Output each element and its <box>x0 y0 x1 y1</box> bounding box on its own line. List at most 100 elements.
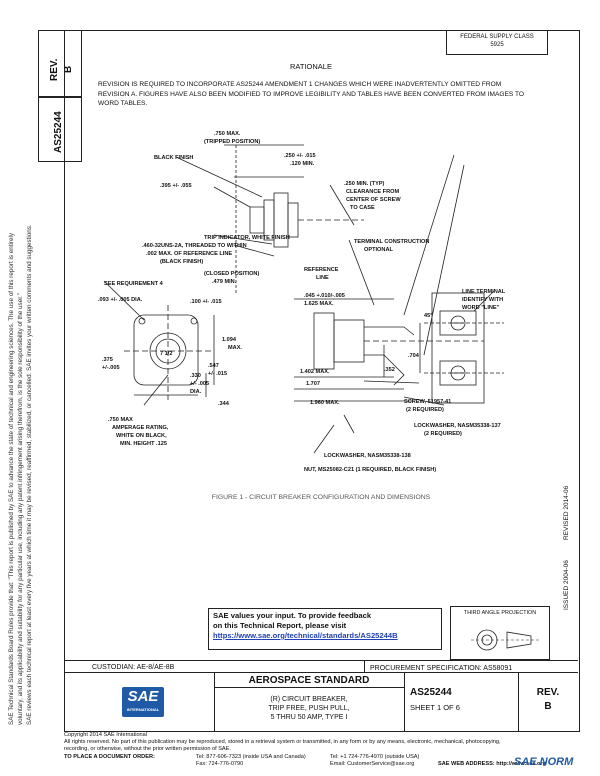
drawing-label: MIN. HEIGHT .125 <box>120 441 167 447</box>
drawing-label: 1.402 MAX. <box>300 369 330 375</box>
terminal-bend <box>364 354 405 386</box>
drawing-label: 1.960 MAX. <box>310 400 340 406</box>
federal-supply-box: FEDERAL SUPPLY CLASS 5925 <box>446 30 548 55</box>
federal-supply-class-value: 5925 <box>490 42 504 48</box>
sidebar-rev-box: REV. B <box>38 30 82 98</box>
footer-tel-1: Tel: 877-606-7323 (inside USA and Canada… <box>196 754 306 760</box>
side-view-flange <box>263 199 275 241</box>
drawing-label: LOCKWASHER, NASM35338-138 <box>324 453 411 459</box>
drawing-label: .250 +/- .015 <box>284 153 316 159</box>
figure-caption: FIGURE 1 - CIRCUIT BREAKER CONFIGURATION… <box>211 494 431 501</box>
side-view-nut <box>287 202 299 238</box>
trip-indicator-button <box>249 206 265 234</box>
footer: Copyright 2014 SAE International All rig… <box>64 732 578 776</box>
footer-order-label: TO PLACE A DOCUMENT ORDER: <box>64 754 155 760</box>
drawing-label: 1.707 <box>306 381 320 387</box>
sidebar-docnum-box: AS25244 <box>38 96 82 162</box>
drawing-label: +/-.005 <box>102 365 120 371</box>
title-rev-label: REV. <box>536 687 560 698</box>
drawing-label: .479 MIN. <box>212 279 237 285</box>
drawing-label: .250 MIN. (TYP) <box>344 181 385 187</box>
mounting-hole <box>138 317 146 325</box>
rationale-text: REVISION IS REQUIRED TO INCORPORATE AS25… <box>98 81 525 107</box>
sidebar-legal-text-2: voluntary, and its applicability and sui… <box>17 293 24 725</box>
feedback-line-1: SAE values your input. To provide feedba… <box>213 611 372 620</box>
title-rev-value: B <box>544 701 552 712</box>
feedback-link[interactable]: https://www.sae.org/technical/standards/… <box>213 631 398 640</box>
projection-box: THIRD ANGLE PROJECTION <box>450 606 550 660</box>
drawing-label: .375 <box>102 357 113 363</box>
title-divider-1 <box>214 673 215 731</box>
drawing-label: .395 +/- .055 <box>160 183 192 189</box>
drawing-label: WORD "LINE" <box>462 305 500 311</box>
drawing-label: NUT, MS25082-C21 (1 REQUIRED, BLACK FINI… <box>304 467 436 473</box>
description-line-1: (R) CIRCUIT BREAKER, <box>270 696 348 703</box>
footer-copyright: Copyright 2014 SAE International <box>64 732 148 738</box>
drawing-label: .547 <box>208 363 219 369</box>
drawing-label: .100 +/- .015 <box>190 299 222 305</box>
drawing-label: (TRIPPED POSITION) <box>204 139 260 145</box>
drawing-label: IDENTIFY WITH <box>462 297 503 303</box>
drawing-label: TERMINAL CONSTRUCTION <box>354 239 429 245</box>
drawing-label: SCREW, 51957-41 <box>404 399 451 405</box>
drawing-label: (CLOSED POSITION) <box>204 271 259 277</box>
drawing-label: LOCKWASHER, NASM35338-137 <box>414 423 501 429</box>
middle-side-body <box>313 312 335 370</box>
title-divider-2 <box>404 673 405 731</box>
custodian-label: CUSTODIAN: AE-8/AE-8B <box>92 664 175 671</box>
drawing-label: .750 MAX <box>108 417 133 423</box>
sidebar-legal-text-1: SAE Technical Standards Board Rules prov… <box>8 232 15 725</box>
circuit-breaker-drawing: .750 MAX.(TRIPPED POSITION)BLACK FINISH.… <box>98 131 506 473</box>
issued-date: ISSUED 2004-06 <box>563 560 570 610</box>
drawing-label: +/- .005 <box>190 381 209 387</box>
front-view-body <box>133 314 199 386</box>
drawing-label: MAX. <box>228 345 242 351</box>
procurement-label: PROCUREMENT SPECIFICATION: AS58091 <box>370 665 513 672</box>
drawing-label: REFERENCE <box>304 267 339 273</box>
feedback-line-2: on this Technical Report, please visit <box>213 621 347 630</box>
footer-rights: All rights reserved. No part of this pub… <box>64 739 501 752</box>
custodian-divider <box>364 660 365 672</box>
drawing-label: .045 +.010/-.005 <box>304 293 345 299</box>
drawing-label: .704 <box>408 353 420 359</box>
footer-email: Email: CustomerService@sae.org <box>330 761 415 767</box>
federal-supply-class-label: FEDERAL SUPPLY CLASS <box>460 34 534 40</box>
drawing-label: DIA. <box>190 389 202 395</box>
sae-norm-watermark: SAE NORM <box>514 756 574 768</box>
drawing-label: .093 +/- .005 DIA. <box>98 297 143 303</box>
drawing-label: SEE REQUIREMENT 4 <box>104 281 164 287</box>
drawing-label: AMPERAGE RATING, <box>112 425 169 431</box>
drawing-label: (BLACK FINISH) <box>160 259 203 265</box>
drawing-label: .344 <box>218 401 230 407</box>
drawing-label: .120 MIN. <box>290 161 315 167</box>
revised-date: REVISED 2014-06 <box>563 485 570 540</box>
drawing-label: 45° <box>424 313 432 319</box>
title-doc-number: AS25244 <box>410 687 452 698</box>
drawing-label: 1.094 <box>222 337 237 343</box>
sheet-number: SHEET 1 OF 6 <box>410 703 460 712</box>
document-frame <box>64 30 580 732</box>
drawing-label: +/- .015 <box>208 371 227 377</box>
drawing-label: .330 <box>190 373 201 379</box>
custodian-row: CUSTODIAN: AE-8/AE-8B PROCUREMENT SPECIF… <box>64 660 578 673</box>
drawing-label: TRIP INDICATOR, WHITE FINISH <box>204 235 290 241</box>
drawing-label: .750 MAX. <box>214 131 241 137</box>
aerospace-standard-heading: AEROSPACE STANDARD <box>248 675 370 686</box>
projection-symbol-icon <box>471 629 539 651</box>
description-line-3: 5 THRU 50 AMP, TYPE I <box>270 714 348 721</box>
sidebar-rev-label: REV. <box>49 58 60 81</box>
drawing-label: .002 MAX. OF REFERENCE LINE <box>146 251 232 257</box>
drawing-label: .460-32UNS-2A, THREADED TO WITHIN <box>142 243 247 249</box>
drawing-label: CENTER OF SCREW <box>346 197 401 203</box>
drawing-label: CLEARANCE FROM <box>346 189 399 195</box>
footer-tel-2: Tel: +1 724-776-4970 (outside USA) <box>330 754 420 760</box>
sae-logo: SAE INTERNATIONAL <box>122 687 164 717</box>
drawing-label: 7 1/2 <box>160 351 172 357</box>
title-block: SAE INTERNATIONAL AEROSPACE STANDARD (R)… <box>64 672 578 731</box>
title-divider-h <box>214 687 404 688</box>
drawing-label: .352 <box>384 367 395 373</box>
sidebar-legal-text-3: SAE reviews each technical report at lea… <box>26 224 33 725</box>
drawing-label: (2 REQUIRED) <box>424 431 462 437</box>
drawing-label: (2 REQUIRED) <box>406 407 444 413</box>
rationale-title: RATIONALE <box>290 62 332 71</box>
